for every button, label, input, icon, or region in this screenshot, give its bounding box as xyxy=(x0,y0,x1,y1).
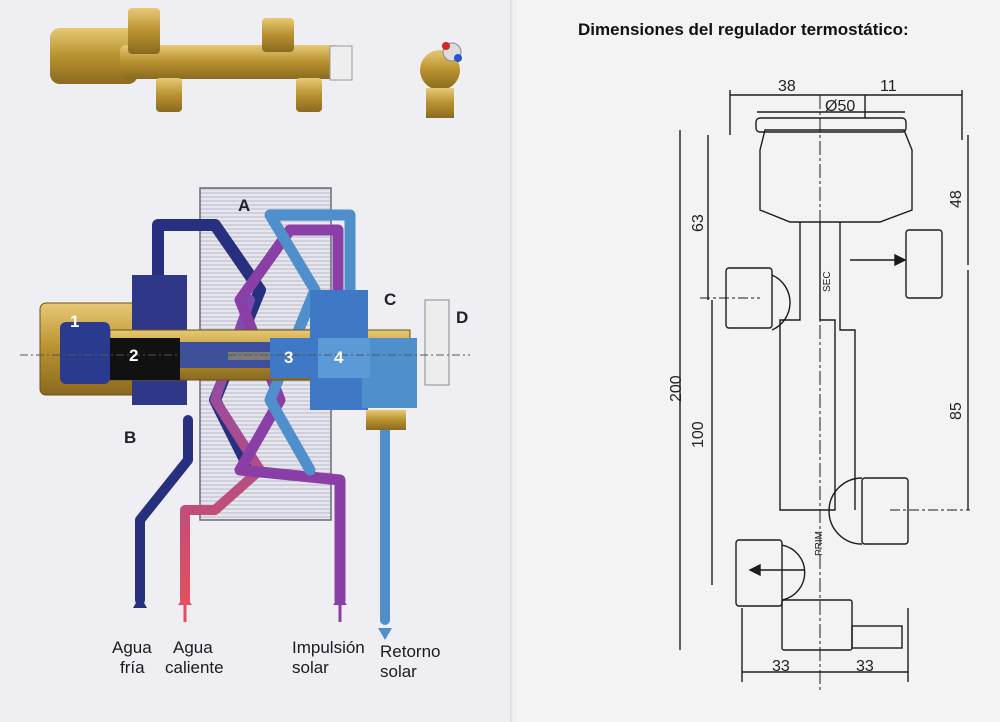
label-a: A xyxy=(238,196,251,215)
dim-diameter-50: Ø50 xyxy=(825,98,856,115)
impulsion-label-line1: Impulsión xyxy=(292,638,365,657)
sec-mark: SEC xyxy=(822,271,833,292)
agua-caliente-label-line2: caliente xyxy=(165,658,224,677)
dimensions-title: Dimensiones del regulador termostático: xyxy=(578,20,909,39)
product-photo xyxy=(50,8,462,118)
component-1-label: 1 xyxy=(70,312,80,331)
dim-100: 100 xyxy=(690,421,707,448)
retorno-label-line2: solar xyxy=(380,662,417,681)
dim-33-right: 33 xyxy=(856,658,874,675)
retorno-label-line1: Retorno xyxy=(380,642,441,661)
agua-fria-label-line1: Agua xyxy=(112,638,152,657)
agua-caliente-label-line1: Agua xyxy=(173,638,213,657)
dim-38: 38 xyxy=(778,78,796,95)
dimension-drawing xyxy=(679,90,970,690)
label-b: B xyxy=(124,428,137,447)
impulsion-label-line2: solar xyxy=(292,658,329,677)
dim-33-left: 33 xyxy=(772,658,790,675)
prim-mark: PRIM xyxy=(814,531,825,556)
page-gutter xyxy=(510,0,518,722)
component-3-label: 3 xyxy=(284,348,294,367)
dim-11: 11 xyxy=(880,78,897,95)
right-page xyxy=(516,0,1000,722)
agua-fria-label-line2: fría xyxy=(120,658,145,677)
component-4-label: 4 xyxy=(334,348,344,367)
dim-48: 48 xyxy=(948,190,965,208)
component-2-label: 2 xyxy=(129,346,139,365)
label-d: D xyxy=(456,308,469,327)
valve-body xyxy=(20,275,470,430)
dim-200: 200 xyxy=(668,375,685,402)
label-c: C xyxy=(384,290,397,309)
dim-85: 85 xyxy=(948,402,965,420)
flow-arrows xyxy=(133,595,392,640)
dim-63: 63 xyxy=(690,214,707,232)
